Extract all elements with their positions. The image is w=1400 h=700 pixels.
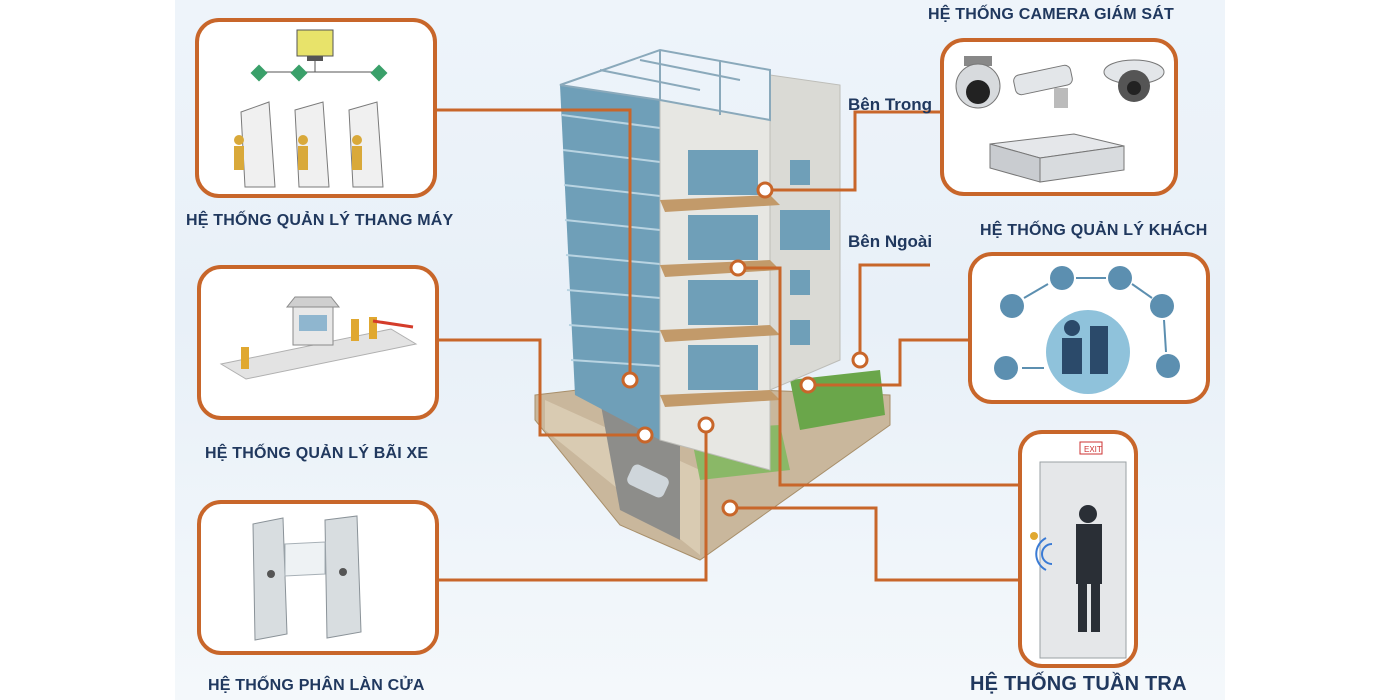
elevator-doors bbox=[240, 101, 384, 188]
visitor-caption: HỆ THỐNG QUẢN LÝ KHÁCH bbox=[980, 222, 1208, 239]
ceiling-camera-icon bbox=[1103, 59, 1165, 102]
process-icons bbox=[994, 266, 1180, 380]
barrier-arms bbox=[372, 319, 414, 329]
visitor-illustration bbox=[994, 266, 1180, 394]
gate-caption: HỆ THỐNG PHÂN LÀN CỬA bbox=[208, 677, 425, 694]
patrol-illustration: EXIT bbox=[1030, 441, 1127, 659]
parking-illustration bbox=[219, 296, 418, 380]
dome-camera-icon bbox=[955, 56, 1001, 109]
barrier-posts bbox=[241, 317, 377, 369]
reader-icon bbox=[1030, 532, 1038, 540]
glass-facade bbox=[560, 85, 660, 440]
guard-icon bbox=[1076, 505, 1102, 632]
gate-illustration bbox=[252, 515, 362, 641]
inside-label: Bên Trong bbox=[848, 95, 933, 114]
balconies bbox=[660, 195, 780, 407]
glass-floor-lines bbox=[561, 114, 661, 367]
outside-label: Bên Ngoài bbox=[848, 232, 933, 251]
roof-structure bbox=[559, 48, 771, 122]
elevator-illustration bbox=[234, 29, 388, 188]
turnstile-flaps bbox=[284, 541, 326, 577]
elevator-box bbox=[195, 18, 437, 198]
controller-icons bbox=[250, 64, 388, 82]
car bbox=[627, 464, 669, 498]
parking-road bbox=[219, 328, 418, 380]
visitor-box bbox=[968, 252, 1210, 404]
patrol-caption: HỆ THỐNG TUẦN TRA bbox=[970, 673, 1187, 695]
parking-box bbox=[197, 265, 439, 420]
camera-caption: HỆ THỐNG CAMERA GIÁM SÁT bbox=[928, 6, 1174, 23]
patrol-box: EXIT bbox=[1018, 430, 1138, 668]
connector-lines bbox=[435, 108, 1020, 582]
gate-box bbox=[197, 500, 439, 655]
monitor-icon bbox=[296, 29, 334, 57]
elevator-caption: HỆ THỐNG QUẢN LÝ THANG MÁY bbox=[186, 212, 454, 229]
process-arrows bbox=[1022, 277, 1167, 369]
toll-booth bbox=[285, 296, 341, 346]
exit-sign-icon bbox=[1079, 441, 1103, 455]
turnstile-icons bbox=[252, 515, 362, 641]
kiosk-circle bbox=[1046, 310, 1130, 394]
person-icons bbox=[234, 135, 362, 170]
wireless-icon bbox=[1035, 537, 1053, 571]
svg-text:EXIT: EXIT bbox=[1084, 445, 1102, 454]
bullet-camera-icon bbox=[1013, 64, 1073, 108]
camera-box bbox=[940, 38, 1178, 196]
parking-caption: HỆ THỐNG QUẢN LÝ BÃI XE bbox=[205, 445, 429, 462]
kiosk-operator-icon bbox=[1062, 320, 1108, 374]
junction-nodes bbox=[621, 181, 869, 517]
recorder-icon bbox=[989, 133, 1125, 183]
camera-illustration bbox=[955, 56, 1165, 183]
frame-windows bbox=[688, 150, 830, 390]
